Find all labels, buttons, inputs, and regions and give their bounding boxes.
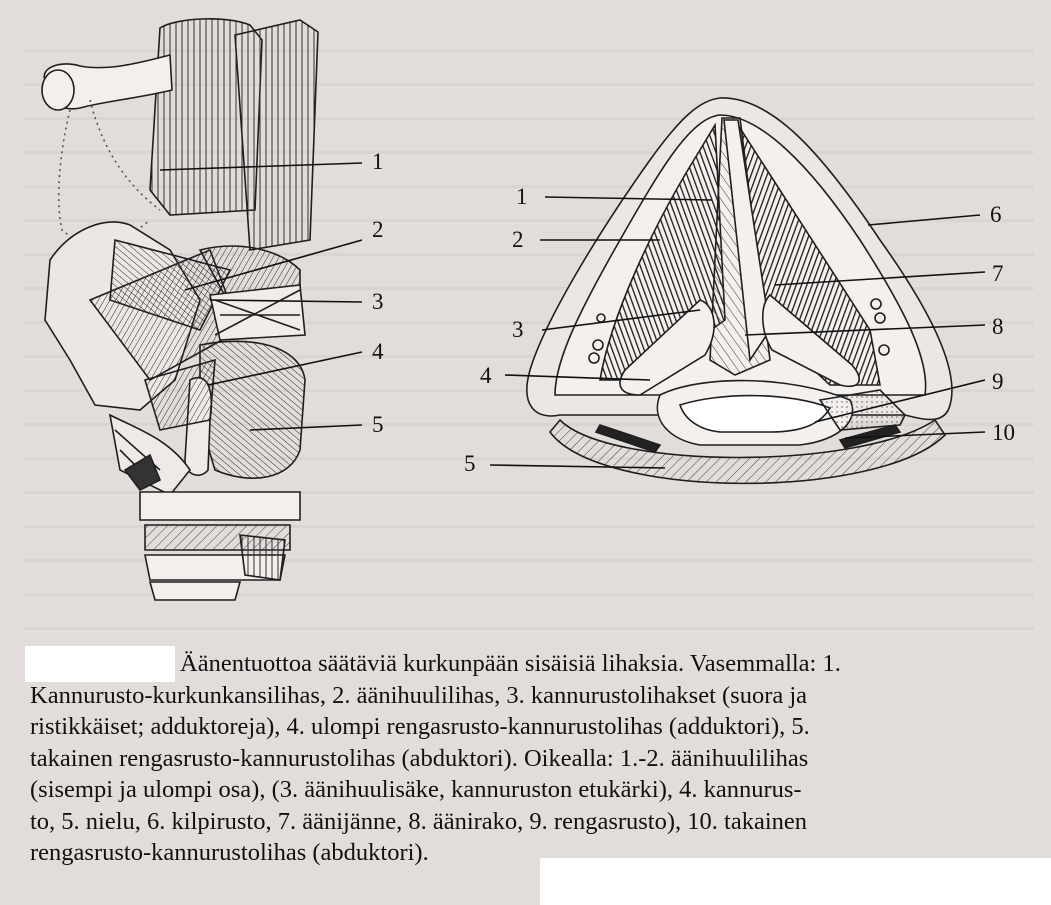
right-label-7: 7 <box>992 262 1004 285</box>
figure-caption: Äänentuottoa säätäviä kurkunpään sisäisi… <box>30 648 1025 869</box>
right-label-8: 8 <box>992 315 1004 338</box>
left-larynx-drawing <box>42 19 318 600</box>
larynx-illustrations <box>0 0 1051 640</box>
left-label-5: 5 <box>372 413 384 436</box>
caption-line-7: rengasrusto-kannurustolihas (abduktori). <box>30 837 1025 869</box>
right-label-5: 5 <box>464 452 476 475</box>
right-label-1: 1 <box>516 185 528 208</box>
caption-line-5: (sisempi ja ulompi osa), (3. äänihuulisä… <box>30 774 1025 806</box>
caption-line-2: Kannurusto-kurkunkansilihas, 2. äänihuul… <box>30 680 1025 712</box>
right-label-2: 2 <box>512 228 524 251</box>
caption-line-4: takainen rengasrusto-kannurustolihas (ab… <box>30 743 1025 775</box>
right-label-9: 9 <box>992 370 1004 393</box>
right-label-3: 3 <box>512 318 524 341</box>
left-label-1: 1 <box>372 150 384 173</box>
caption-line-1: Äänentuottoa säätäviä kurkunpään sisäisi… <box>30 648 1025 680</box>
right-larynx-section <box>527 98 952 483</box>
right-label-6: 6 <box>990 203 1002 226</box>
right-label-4: 4 <box>480 364 492 387</box>
caption-line-6: to, 5. nielu, 6. kilpirusto, 7. äänijänn… <box>30 806 1025 838</box>
left-label-2: 2 <box>372 218 384 241</box>
left-label-4: 4 <box>372 340 384 363</box>
caption-line-3: ristikkäiset; adduktoreja), 4. ulompi re… <box>30 711 1025 743</box>
right-label-10: 10 <box>992 421 1015 444</box>
left-label-3: 3 <box>372 290 384 313</box>
